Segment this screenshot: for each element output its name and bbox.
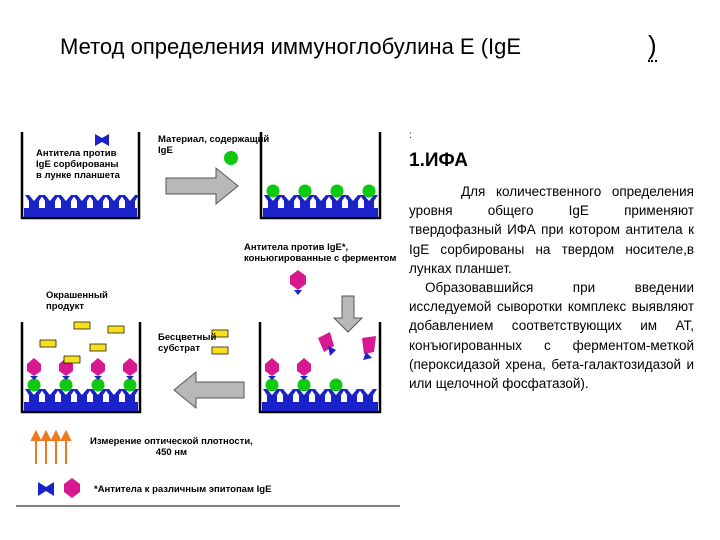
- arrow-step-1: [165, 166, 239, 206]
- elisa-diagram-graphic: [16, 132, 400, 507]
- text-marker: :: [409, 130, 412, 141]
- body-text: Для количественного определения уровня о…: [409, 182, 694, 393]
- label-legend: *Антитела к различным эпитопам IgE: [94, 484, 272, 495]
- well-with-conjugate: [258, 322, 382, 414]
- label-substrate: Бесцветный субстрат: [158, 332, 217, 354]
- paragraph-1: Для количественного определения уровня о…: [409, 184, 694, 276]
- label-antibodies: Антитела против IgE сорбированы в лунке …: [36, 148, 120, 181]
- conjugate-icon: [290, 270, 306, 295]
- slide-title: Метод определения иммуноглобулина E (IgE: [60, 34, 522, 59]
- label-colored-product: Окрашенный продукт: [46, 290, 108, 312]
- arrow-step-3: [173, 370, 245, 410]
- well-colored-product: [20, 321, 142, 414]
- section-heading: 1.ИФА: [409, 150, 468, 171]
- title-closing-paren: ): [648, 30, 657, 62]
- label-measurement: Измерение оптической плотности, 450 нм: [90, 436, 253, 458]
- well-antibodies: [20, 132, 141, 220]
- arrow-step-2: [332, 295, 364, 333]
- label-material: Материал, содержащий IgE: [158, 134, 270, 156]
- well-with-ige: [224, 132, 382, 220]
- label-conjugated: Антитела против IgE*, коньюгированные с …: [244, 242, 397, 264]
- elisa-diagram: Антитела против IgE сорбированы в лунке …: [16, 120, 400, 510]
- legend-icons: [38, 478, 80, 498]
- paragraph-2: Образовавшийся при введении исследуемой …: [409, 280, 694, 392]
- measurement-arrows: [30, 429, 72, 464]
